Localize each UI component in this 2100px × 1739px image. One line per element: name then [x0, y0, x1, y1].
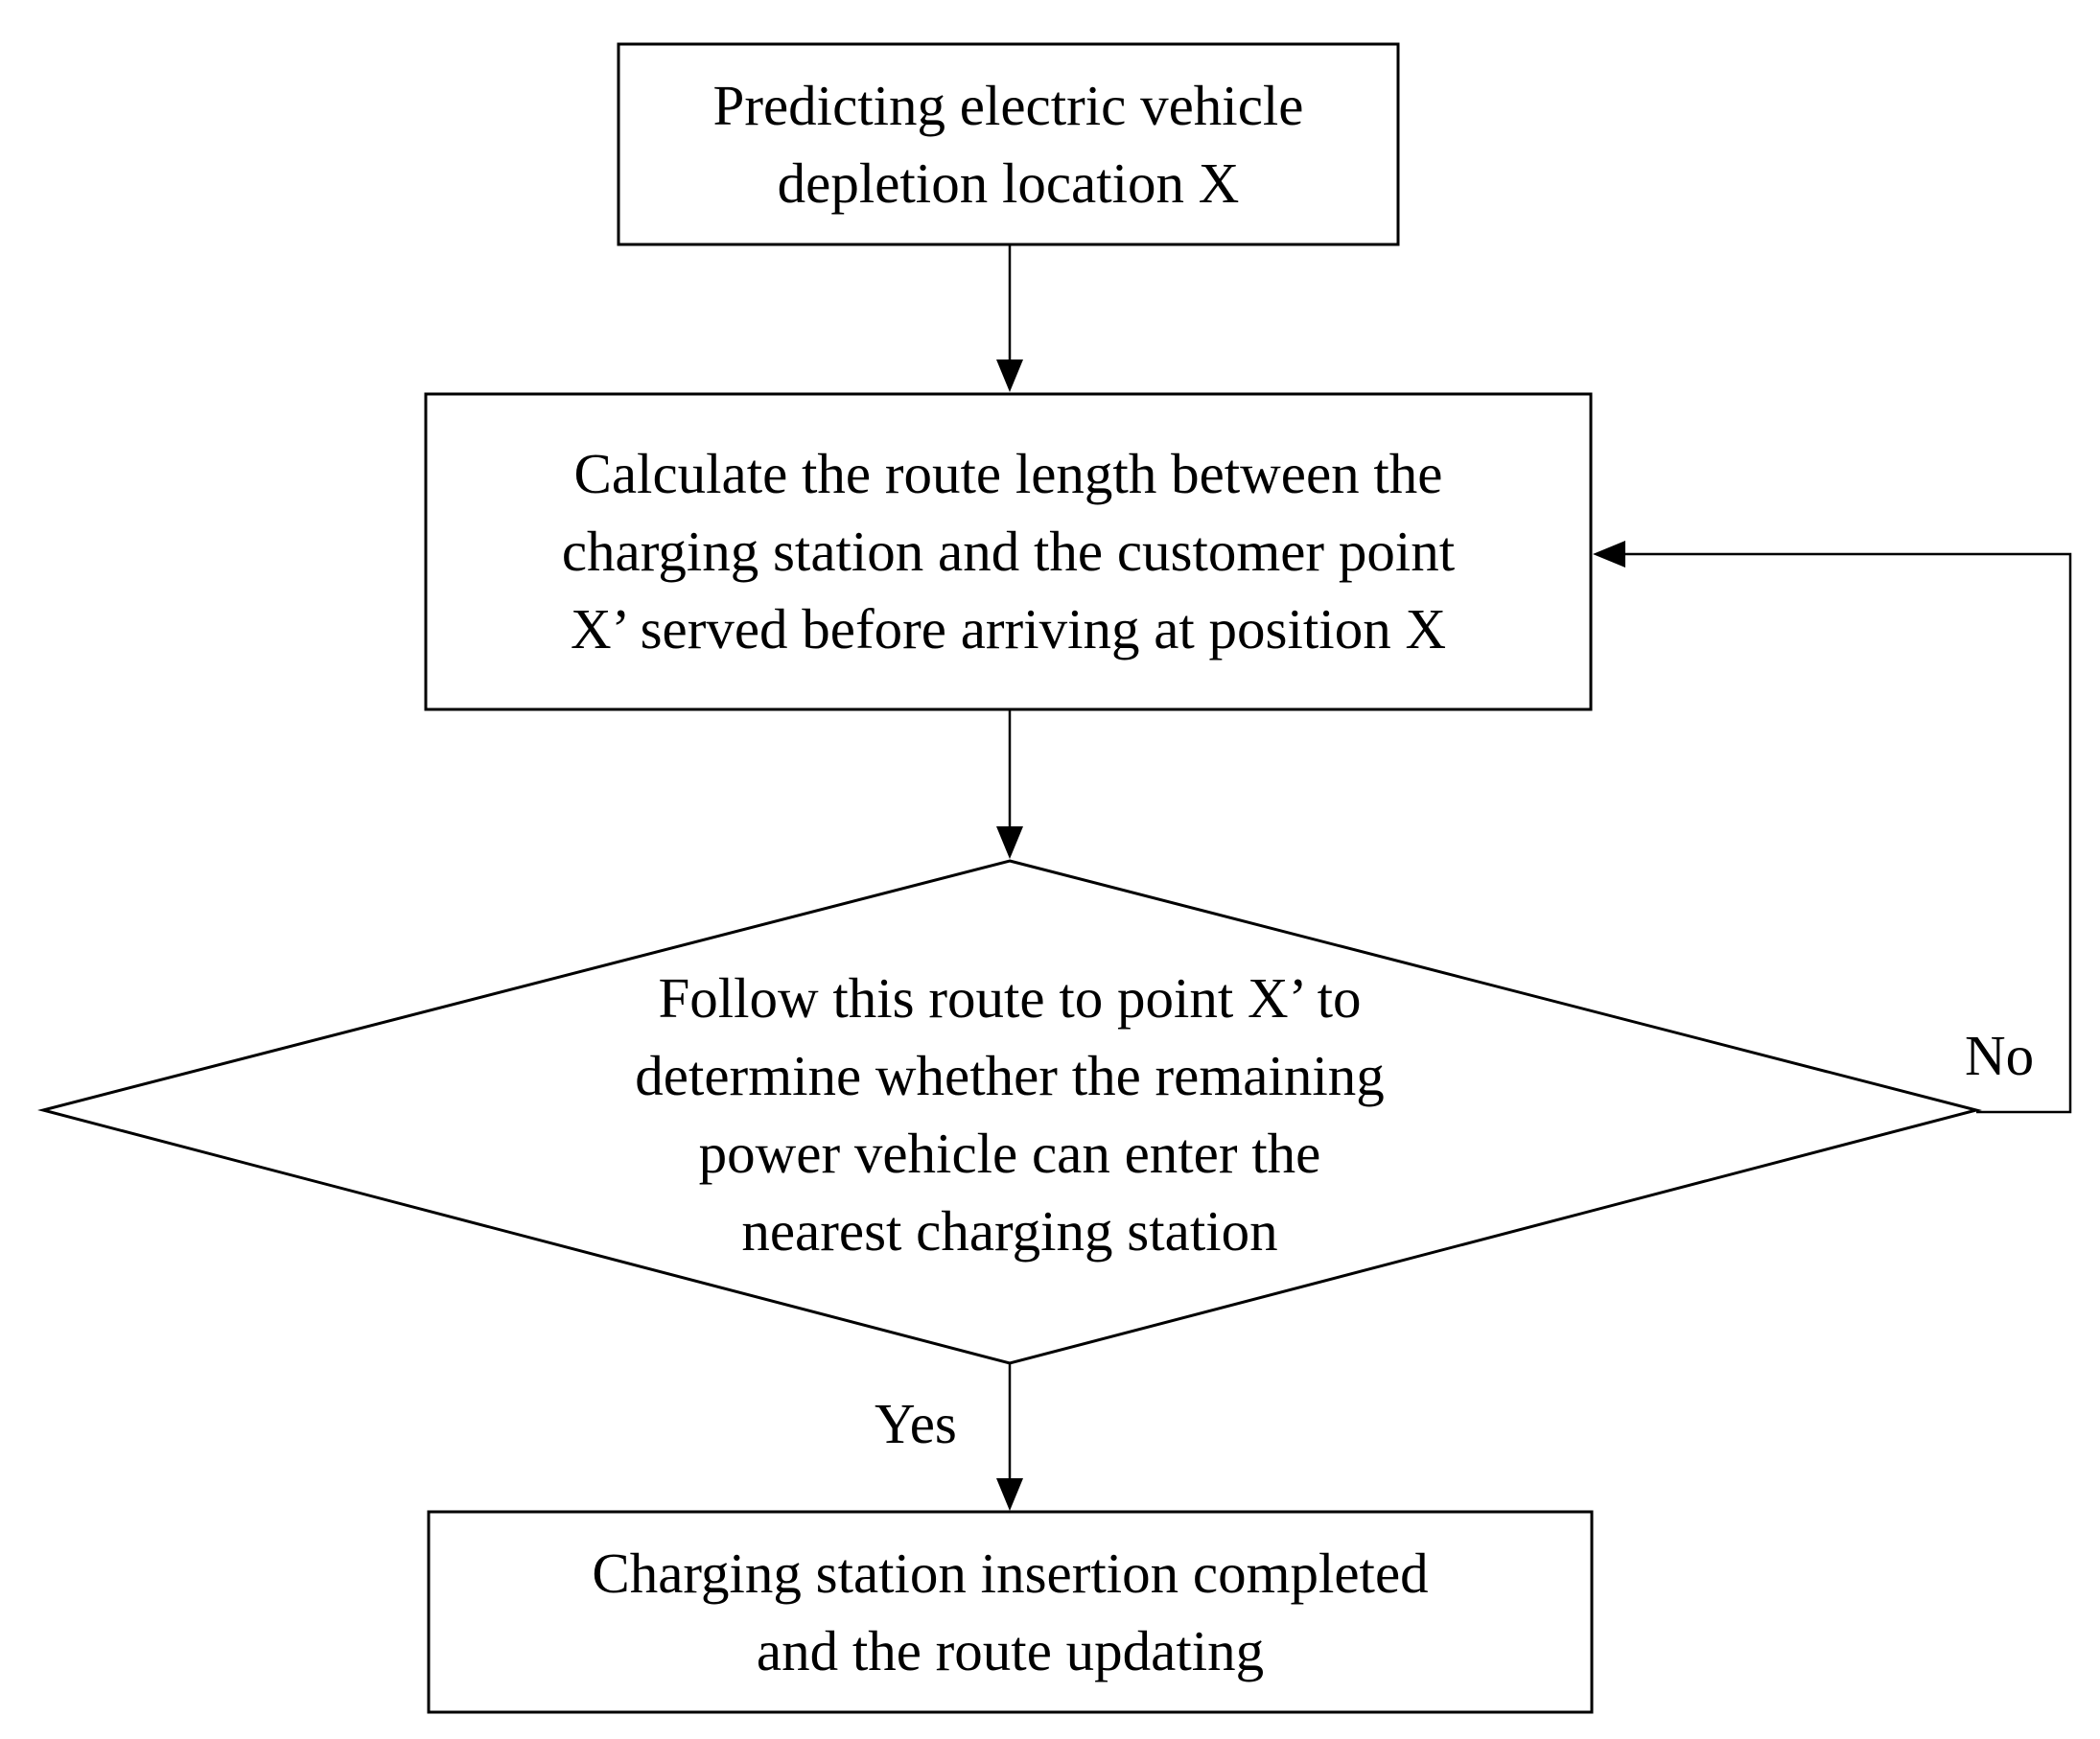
calculate-line: X’ served before arriving at position X [570, 597, 1447, 661]
arrow-decision-to-complete [996, 1363, 1023, 1511]
arrow-calculate-to-decision [996, 709, 1023, 859]
yes-edge-label: Yes [875, 1392, 957, 1455]
calculate-box [424, 392, 1593, 711]
decision-line: determine whether the remaining [635, 1044, 1385, 1107]
decision-line: Follow this route to point X’ to [658, 966, 1362, 1030]
complete-line: Charging station insertion completed [592, 1541, 1429, 1605]
complete-line: and the route updating [756, 1618, 1265, 1682]
decision-text: Follow this route to point X’ to determi… [434, 957, 1585, 1273]
complete-text: Charging station insertion completed and… [429, 1512, 1592, 1712]
arrow-no-loop [1593, 541, 2072, 1114]
decision-line: power vehicle can enter the [698, 1122, 1321, 1185]
calculate-text: Calculate the route length between the c… [426, 394, 1591, 709]
arrow-predict-to-calculate [996, 244, 1023, 392]
calculate-line: charging station and the customer point [561, 520, 1456, 583]
predict-line: Predicting electric vehicle [712, 73, 1304, 137]
no-edge-label: No [1965, 1024, 2035, 1087]
calculate-line: Calculate the route length between the [573, 442, 1443, 505]
predict-line: depletion location X [777, 151, 1240, 215]
predict-text: Predicting electric vehicle depletion lo… [618, 44, 1398, 244]
complete-box [427, 1510, 1594, 1714]
predict-box [617, 42, 1400, 246]
decision-line: nearest charging station [741, 1199, 1278, 1263]
